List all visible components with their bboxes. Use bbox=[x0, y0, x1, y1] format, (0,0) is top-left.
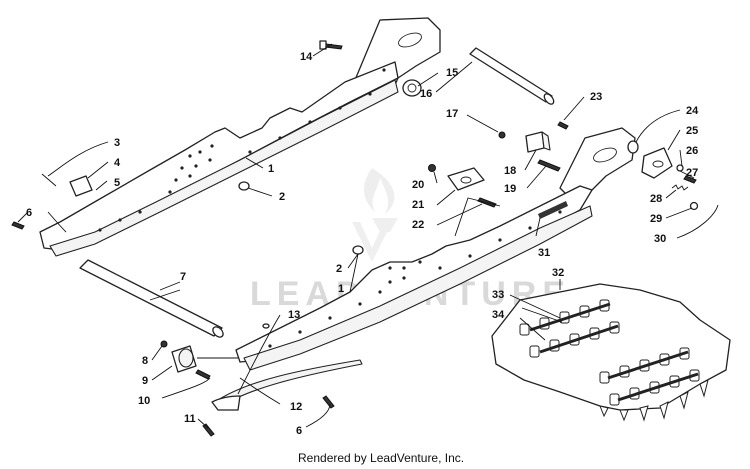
callout-27: 27 bbox=[686, 167, 698, 179]
washer-24[interactable] bbox=[627, 140, 639, 154]
callout-17: 17 bbox=[446, 108, 458, 120]
bolt-10[interactable] bbox=[195, 369, 211, 380]
callout-7: 7 bbox=[180, 271, 186, 283]
callout-1: 1 bbox=[338, 283, 344, 295]
callout-9: 9 bbox=[142, 375, 148, 387]
footer-credit: Rendered by LeadVenture, Inc. bbox=[298, 451, 464, 465]
wear-strip[interactable] bbox=[211, 359, 363, 411]
screw-11[interactable] bbox=[202, 423, 215, 437]
rear-cross-shaft[interactable] bbox=[469, 47, 556, 106]
pin-3[interactable] bbox=[41, 173, 57, 187]
callout-12: 12 bbox=[290, 401, 302, 413]
bolt-6a[interactable] bbox=[11, 221, 25, 230]
track-clips bbox=[529, 302, 699, 402]
callout-26: 26 bbox=[686, 145, 698, 157]
callout-22: 22 bbox=[412, 219, 424, 231]
nut-29[interactable] bbox=[689, 201, 699, 211]
leader-lines bbox=[17, 43, 719, 429]
bolt-27[interactable] bbox=[683, 175, 697, 184]
spring-28[interactable] bbox=[671, 184, 689, 191]
watermark-flame-icon bbox=[352, 168, 398, 262]
callout-24: 24 bbox=[686, 105, 699, 117]
bolt-6b[interactable] bbox=[322, 395, 335, 409]
callout-32: 32 bbox=[552, 267, 564, 279]
callout-3: 3 bbox=[114, 137, 120, 149]
callout-28: 28 bbox=[650, 193, 662, 205]
callout-16: 16 bbox=[420, 88, 432, 100]
callout-14: 14 bbox=[300, 51, 313, 63]
nut-20[interactable] bbox=[428, 164, 436, 172]
callout-11: 11 bbox=[184, 413, 196, 425]
callout-33: 33 bbox=[492, 289, 504, 301]
plug-13[interactable] bbox=[262, 323, 270, 329]
callout-1: 1 bbox=[268, 163, 274, 175]
rail-right[interactable] bbox=[39, 17, 441, 257]
nut-8[interactable] bbox=[160, 340, 168, 348]
track-belt[interactable] bbox=[491, 283, 731, 422]
callout-18: 18 bbox=[504, 165, 516, 177]
callout-29: 29 bbox=[650, 213, 662, 225]
callout-5: 5 bbox=[114, 177, 120, 189]
callout-19: 19 bbox=[504, 183, 516, 195]
bumper-4[interactable] bbox=[69, 175, 93, 197]
callouts: 1 1 2 2 3 4 5 6 6 7 8 9 10 11 12 13 14 1… bbox=[26, 51, 699, 437]
bolt-19[interactable] bbox=[537, 159, 561, 172]
callout-6: 6 bbox=[296, 425, 302, 437]
track-teeth bbox=[599, 379, 709, 422]
callout-2: 2 bbox=[279, 191, 285, 203]
callout-8: 8 bbox=[142, 355, 148, 367]
callout-15: 15 bbox=[446, 67, 458, 79]
bushing-15[interactable] bbox=[402, 79, 422, 97]
pivot-21[interactable] bbox=[447, 167, 485, 191]
pin-23[interactable] bbox=[557, 121, 569, 130]
block-18[interactable] bbox=[525, 131, 551, 153]
washer-2b[interactable] bbox=[352, 245, 364, 255]
callout-2: 2 bbox=[336, 263, 342, 275]
callout-25: 25 bbox=[686, 125, 698, 137]
bumper-9[interactable] bbox=[171, 345, 197, 373]
callout-13: 13 bbox=[288, 309, 300, 321]
callout-30: 30 bbox=[654, 233, 666, 245]
screw-17[interactable] bbox=[498, 131, 506, 139]
callout-10: 10 bbox=[138, 395, 150, 407]
callout-21: 21 bbox=[412, 199, 424, 211]
callout-4: 4 bbox=[114, 157, 121, 169]
rail-left[interactable] bbox=[235, 127, 636, 371]
callout-20: 20 bbox=[412, 179, 424, 191]
callout-23: 23 bbox=[590, 91, 602, 103]
front-cross-shaft[interactable] bbox=[79, 259, 225, 339]
callout-31: 31 bbox=[538, 247, 550, 259]
washer-2a[interactable] bbox=[238, 181, 250, 191]
callout-34: 34 bbox=[492, 309, 505, 321]
callout-6: 6 bbox=[26, 207, 32, 219]
block-25[interactable] bbox=[641, 147, 673, 179]
